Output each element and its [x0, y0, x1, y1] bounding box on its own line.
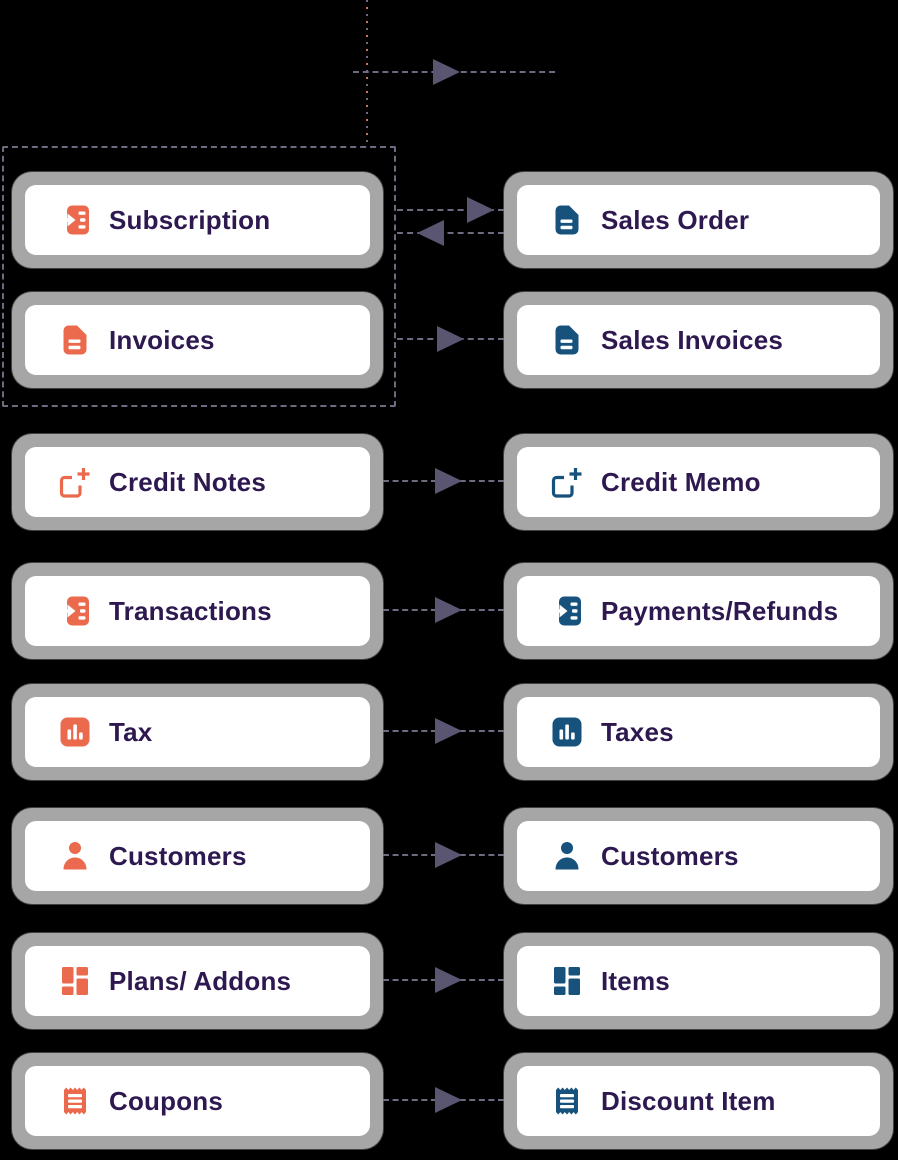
card-sales-invoices: Sales Invoices [504, 292, 893, 388]
connector-tax-to-taxes [383, 718, 504, 744]
blocks-icon [550, 964, 584, 998]
card-label: Items [601, 965, 670, 996]
card-label: Plans/ Addons [109, 965, 292, 996]
arrow-right-icon [435, 718, 462, 744]
connector-invoices-to-salesinvoices [397, 326, 504, 352]
connector-coupons-to-discountitem [383, 1087, 504, 1113]
arrow-right-icon [435, 468, 462, 494]
card-label: Sales Invoices [601, 324, 784, 355]
arrow-right-icon [435, 1087, 462, 1113]
connector-customers-to-customers [383, 842, 504, 868]
card-label: Payments/Refunds [601, 595, 839, 626]
card-customers-right: Customers [504, 808, 893, 904]
connector-subscription-to-salesorder [397, 197, 504, 223]
connector-creditnotes-to-creditmemo [383, 468, 504, 494]
card-items: Items [504, 933, 893, 1029]
document-icon [550, 323, 584, 357]
arrow-right-icon [437, 326, 464, 352]
bar-chart-icon [58, 715, 92, 749]
connector-salesorder-to-subscription [397, 220, 504, 246]
subscription-invoices-group-outline [2, 146, 396, 407]
card-taxes: Taxes [504, 684, 893, 780]
card-label: Credit Notes [109, 466, 266, 497]
card-label: Credit Memo [601, 466, 761, 497]
card-discount-item: Discount Item [504, 1053, 893, 1149]
card-label: Transactions [109, 595, 272, 626]
arrow-left-icon [417, 220, 444, 246]
card-credit-notes: Credit Notes [12, 434, 383, 530]
card-credit-memo: Credit Memo [504, 434, 893, 530]
top-dotted-line [366, 0, 368, 146]
document-icon [550, 203, 584, 237]
card-coupons: Coupons [12, 1053, 383, 1149]
ticket-icon [58, 1084, 92, 1118]
arrow-right-icon [435, 967, 462, 993]
card-label: Tax [109, 716, 153, 747]
card-customers-left: Customers [12, 808, 383, 904]
credit-note-icon [550, 465, 584, 499]
credit-note-icon [58, 465, 92, 499]
arrow-right-icon [467, 197, 494, 223]
bar-chart-icon [550, 715, 584, 749]
card-plans-addons: Plans/ Addons [12, 933, 383, 1029]
top-flow-arrow [353, 59, 555, 85]
document-icon [58, 323, 92, 357]
card-transactions: Transactions [12, 563, 383, 659]
card-label: Invoices [109, 324, 215, 355]
import-list-icon [58, 594, 92, 628]
person-icon [58, 839, 92, 873]
card-label: Discount Item [601, 1085, 776, 1116]
arrow-right-icon [435, 597, 462, 623]
arrow-right-icon [435, 842, 462, 868]
import-list-icon [58, 203, 92, 237]
card-invoices: Invoices [12, 292, 383, 388]
connector-transactions-to-payments [383, 597, 504, 623]
connector-plans-to-items [383, 967, 504, 993]
card-subscription: Subscription [12, 172, 383, 268]
card-label: Taxes [601, 716, 674, 747]
person-icon [550, 839, 584, 873]
card-label: Customers [601, 840, 739, 871]
card-label: Subscription [109, 204, 271, 235]
arrow-right-icon [433, 59, 460, 85]
card-tax: Tax [12, 684, 383, 780]
card-label: Coupons [109, 1085, 224, 1116]
import-list-icon [550, 594, 584, 628]
card-label: Customers [109, 840, 247, 871]
card-label: Sales Order [601, 204, 750, 235]
ticket-icon [550, 1084, 584, 1118]
blocks-icon [58, 964, 92, 998]
card-sales-order: Sales Order [504, 172, 893, 268]
card-payments-refunds: Payments/Refunds [504, 563, 893, 659]
